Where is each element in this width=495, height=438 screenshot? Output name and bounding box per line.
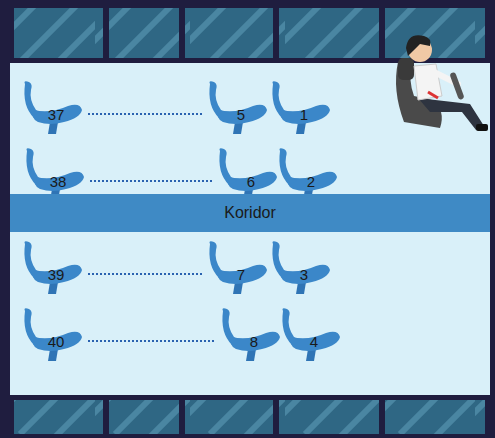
seat: 4 [278,307,342,365]
seat-number: 39 [48,267,65,282]
seat-number: 6 [247,174,255,189]
seat-number: 2 [307,174,315,189]
seat-number: 4 [310,334,318,349]
seat-number: 3 [300,267,308,282]
seat: 7 [205,240,269,298]
corridor-label: Koridor [224,204,276,222]
seat-number: 1 [300,107,308,122]
seat-number: 7 [237,267,245,282]
seat-number: 37 [48,107,65,122]
seat-number: 8 [250,334,258,349]
continuation-dots [88,340,216,342]
seat: 3 [268,240,332,298]
continuation-dots [90,180,213,182]
continuation-dots [88,113,203,115]
seat: 40 [20,307,84,365]
seat-number: 40 [48,334,65,349]
bottom-windows [14,400,485,434]
seat: 39 [20,240,84,298]
seat: 8 [218,307,282,365]
driver-figure [396,35,488,131]
seat: 5 [205,80,269,138]
seat: 37 [20,80,84,138]
seat-number: 38 [50,174,67,189]
seat: 1 [268,80,332,138]
continuation-dots [88,273,203,275]
bus-floor [10,63,490,395]
corridor-band: Koridor [10,194,490,232]
seat-number: 5 [237,107,245,122]
